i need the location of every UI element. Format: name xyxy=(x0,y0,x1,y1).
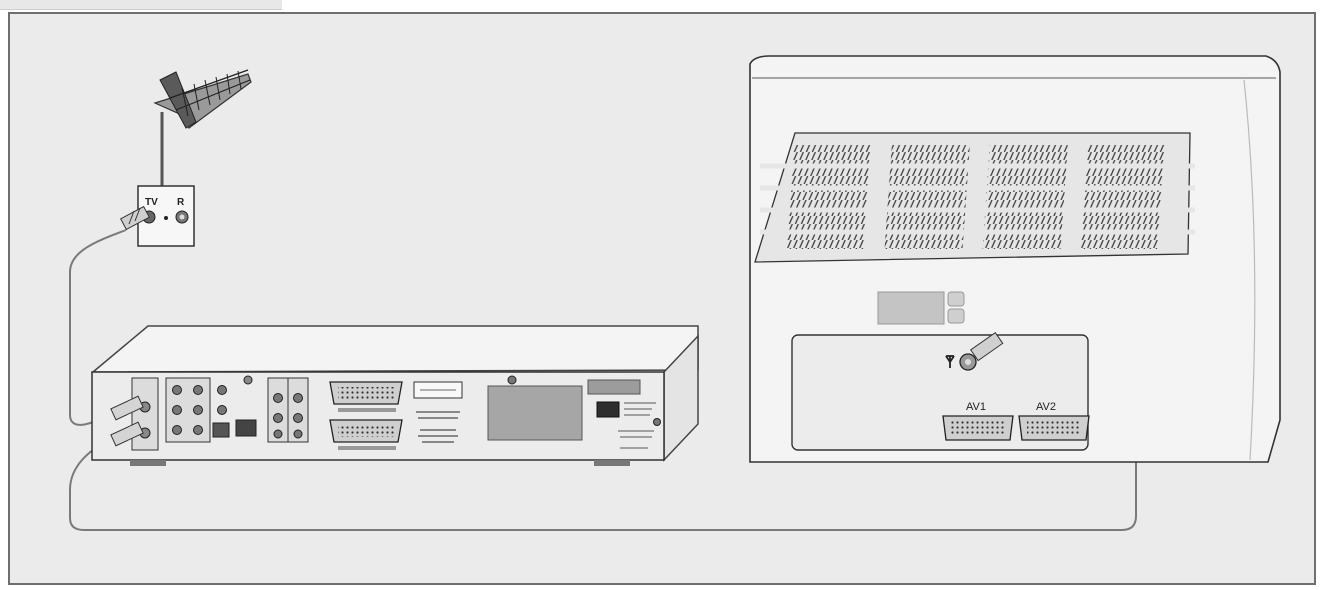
coax-plug-recorder-in xyxy=(110,395,144,421)
antenna-icon xyxy=(153,69,252,186)
coax-plug-recorder-out xyxy=(110,421,144,447)
socket-radio-label: R xyxy=(177,197,185,208)
recorder-top xyxy=(90,325,699,373)
recorder-scart-2 xyxy=(329,419,403,443)
tab-strip xyxy=(0,0,282,10)
coax-plug-tv xyxy=(970,331,1004,362)
coax-plug-socket xyxy=(120,205,150,231)
socket-tv-label: TV xyxy=(145,197,158,208)
cable-antenna-to-recorder xyxy=(69,229,127,426)
tv-av2-label: AV2 xyxy=(1036,401,1056,413)
recorder-mains-socket xyxy=(596,401,620,418)
recorder-fan-plate xyxy=(487,385,583,441)
tv-label-plate xyxy=(877,291,945,325)
tv-av1-label: AV1 xyxy=(966,401,986,413)
antenna-symbol-icon xyxy=(945,355,955,368)
tv-connection-panel xyxy=(791,334,1089,451)
dvd-recorder xyxy=(90,325,699,466)
television: AV1 AV2 xyxy=(749,55,1281,463)
recorder-scart-1 xyxy=(329,381,403,405)
recorder-antenna-section xyxy=(131,377,159,451)
socket-center-dot xyxy=(164,216,168,220)
tv-scart-av1 xyxy=(942,415,1014,441)
tv-scart-av2 xyxy=(1018,415,1090,441)
tv-vent-grille xyxy=(760,145,1195,249)
